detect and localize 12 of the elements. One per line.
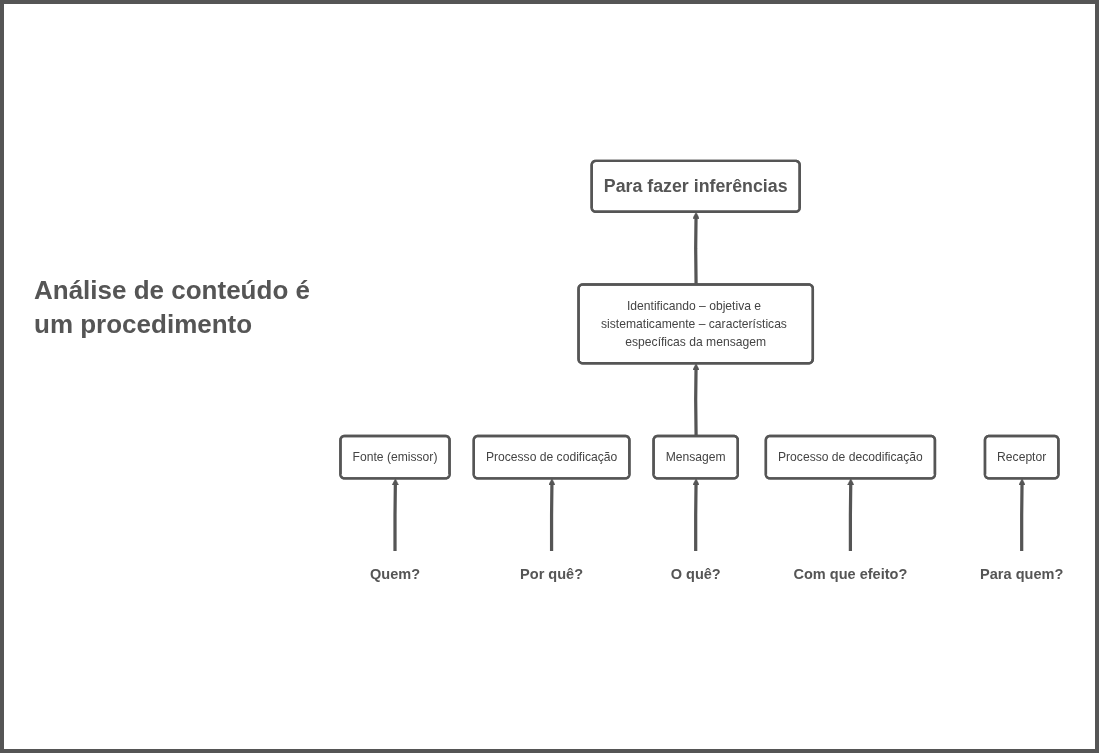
arrow (692, 478, 700, 552)
heading-text: Análise de conteúdo é um procedimento (34, 274, 311, 341)
arrow (391, 478, 399, 552)
node-text: Para quem? (980, 565, 1064, 582)
node-text: Por quê? (520, 565, 584, 582)
arrow (847, 478, 855, 552)
node-text: O quê? (670, 565, 721, 582)
node-text: Quem? (369, 565, 421, 582)
arrow (1018, 478, 1026, 552)
arrow (548, 478, 556, 552)
node-text: Com que efeito? (793, 565, 908, 582)
arrow (692, 211, 700, 285)
